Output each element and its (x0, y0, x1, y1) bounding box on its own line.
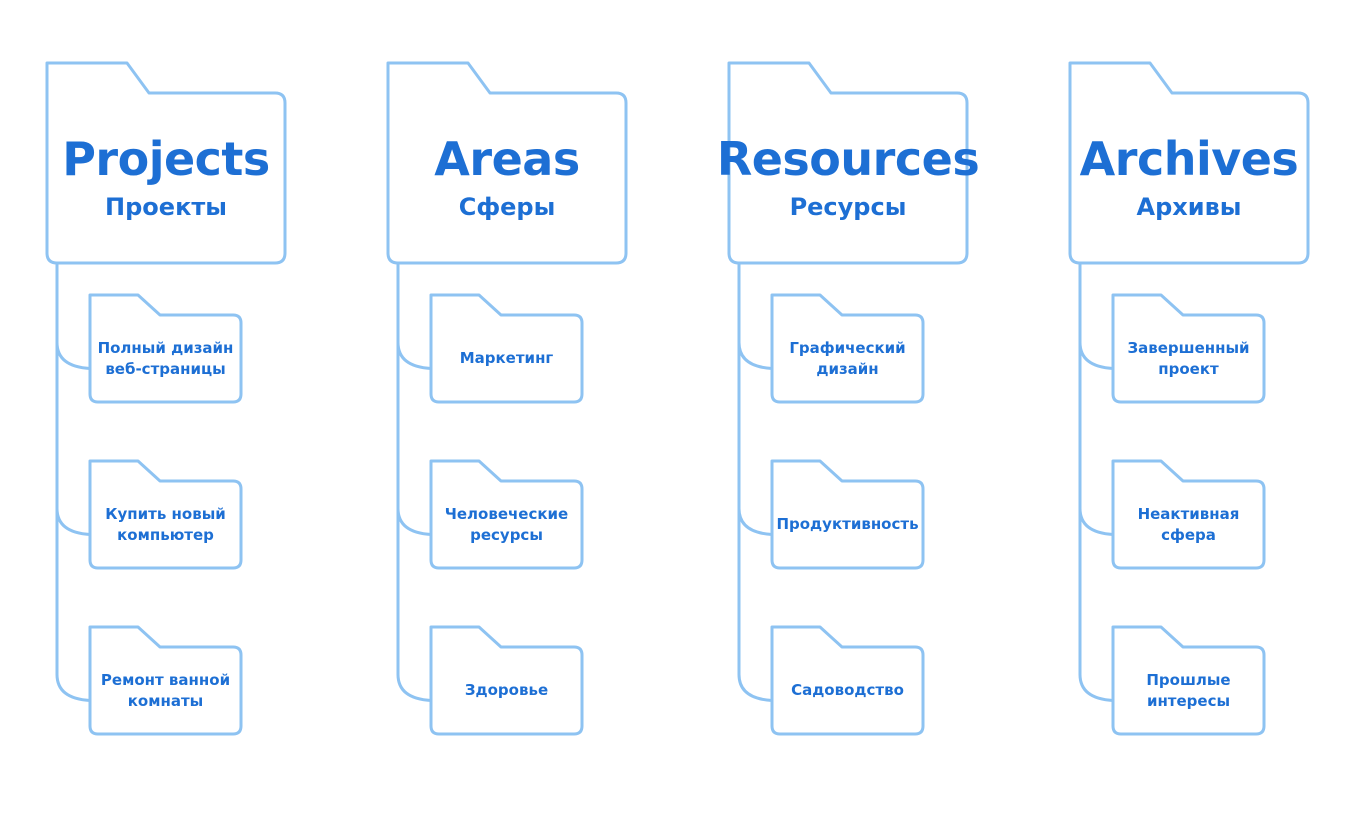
category-title-en: Archives (1079, 132, 1299, 187)
folder-icon (1111, 293, 1266, 404)
connector-projects-2 (55, 259, 92, 702)
folder-icon (770, 293, 925, 404)
category-title-en: Resources (716, 132, 980, 187)
folder-icon (1068, 61, 1310, 265)
category-title-ru: Ресурсы (789, 192, 907, 221)
item-label: Здоровье (464, 681, 549, 700)
list-item: Человеческие ресурсы (431, 481, 582, 568)
list-item: Полный дизайн веб-страницы (90, 315, 241, 402)
connector-archives-1 (1078, 259, 1115, 536)
list-item: Неактивная сфера (1113, 481, 1264, 568)
item-label: Полный дизайн веб-страницы (97, 339, 234, 378)
item-label: Купить новый компьютер (105, 505, 226, 544)
item-label: Неактивная сфера (1137, 505, 1240, 544)
folder-icon (386, 61, 628, 265)
item-label: Садоводство (791, 681, 904, 700)
folder-icon (770, 459, 925, 570)
connector-areas-0 (396, 259, 433, 370)
category-title-en: Areas (434, 132, 580, 187)
list-item: Прошлые интересы (1113, 647, 1264, 734)
item-label: Графический дизайн (789, 339, 906, 378)
item-label: Прошлые интересы (1146, 671, 1231, 710)
list-item: Купить новый компьютер (90, 481, 241, 568)
list-item: Графический дизайн (772, 315, 923, 402)
folder-icon (88, 293, 243, 404)
folder-icon (88, 459, 243, 570)
list-item: Завершенный проект (1113, 315, 1264, 402)
folder-icon (770, 625, 925, 736)
connector-resources-2 (737, 259, 774, 702)
item-label: Ремонт ванной комнаты (100, 671, 231, 710)
folder-icon (727, 61, 969, 265)
list-item: Продуктивность (772, 481, 923, 568)
list-item: Садоводство (772, 647, 923, 734)
item-label: Продуктивность (776, 515, 919, 534)
connector-archives-0 (1078, 259, 1115, 370)
connector-resources-0 (737, 259, 774, 370)
folder-icon (429, 293, 584, 404)
folder-icon (429, 459, 584, 570)
folder-icon (88, 625, 243, 736)
category-title-ru: Сферы (458, 192, 556, 221)
list-item: Здоровье (431, 647, 582, 734)
category-title-ru: Проекты (105, 192, 227, 221)
item-label: Маркетинг (459, 349, 554, 368)
folder-icon (429, 625, 584, 736)
list-item: Маркетинг (431, 315, 582, 402)
category-title-en: Projects (62, 132, 270, 187)
folder-icon (1111, 625, 1266, 736)
folder-icon (1111, 459, 1266, 570)
category-title-ru: Архивы (1136, 192, 1242, 221)
connector-projects-1 (55, 259, 92, 536)
connector-areas-1 (396, 259, 433, 536)
list-item: Ремонт ванной комнаты (90, 647, 241, 734)
connector-projects-0 (55, 259, 92, 370)
connector-archives-2 (1078, 259, 1115, 702)
item-label: Человеческие ресурсы (444, 505, 569, 544)
connector-areas-2 (396, 259, 433, 702)
item-label: Завершенный проект (1127, 339, 1250, 378)
connector-resources-1 (737, 259, 774, 536)
folder-icon (45, 61, 287, 265)
